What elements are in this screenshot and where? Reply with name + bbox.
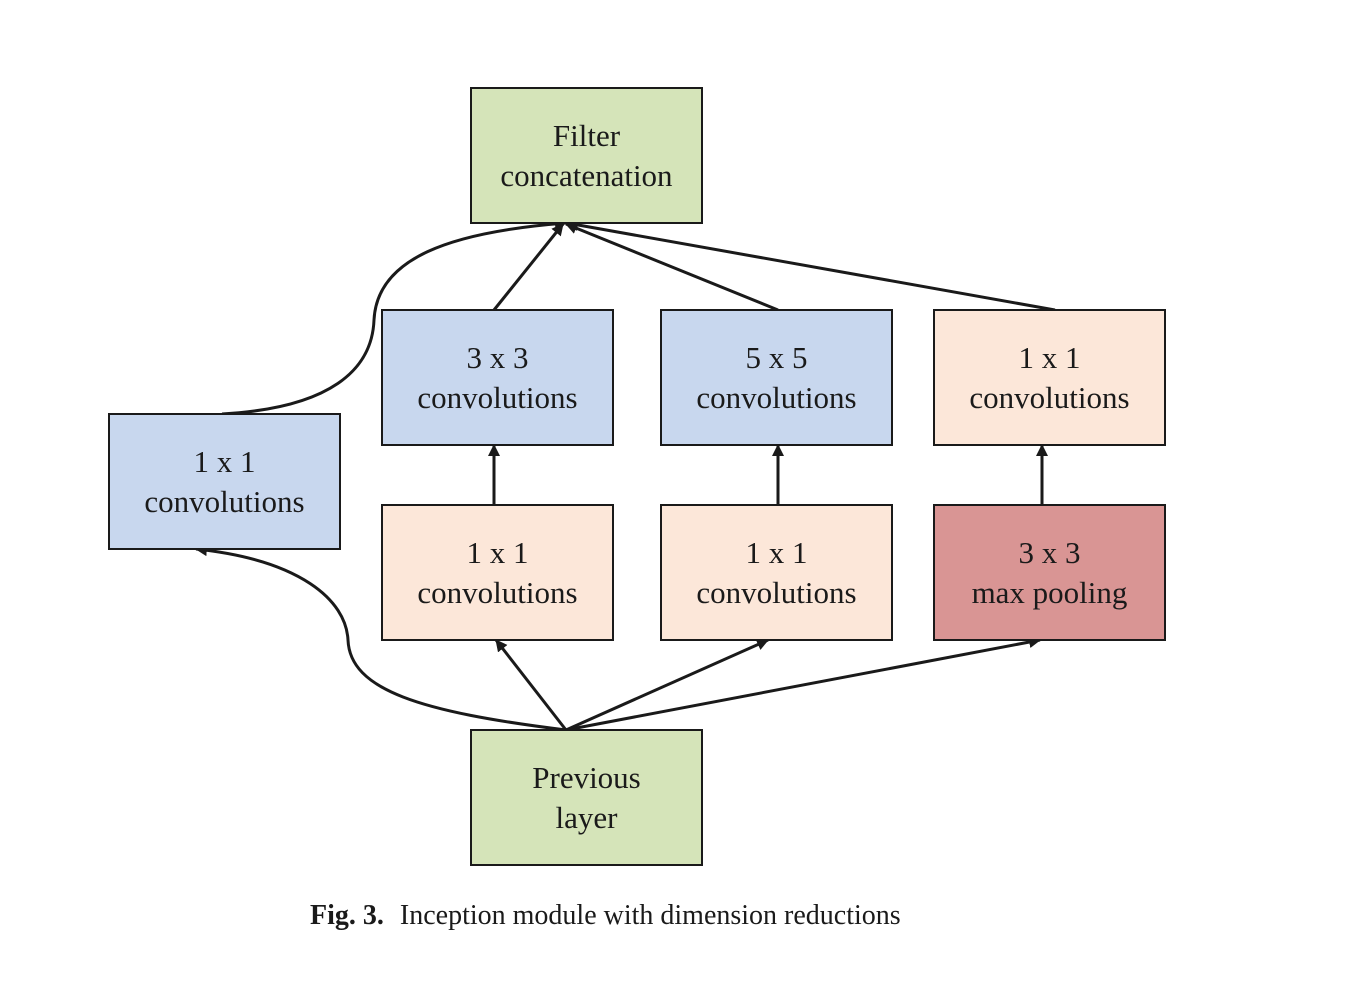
node-label-line: 3 x 3 [1019, 535, 1081, 570]
node-label-line: 1 x 1 [1019, 340, 1081, 375]
node-box [660, 504, 893, 641]
node-box [660, 309, 893, 446]
edges-layer [195, 217, 1056, 732]
node-previous-layer: Previous layer [470, 729, 703, 866]
node-label-line: Previous [532, 760, 641, 795]
edge-previous-layer-to-conv1x1-direct [195, 544, 567, 732]
node-label-line: convolutions [696, 380, 856, 415]
node-label-line: convolutions [417, 575, 577, 610]
node-conv1x1-direct: 1 x 1 convolutions [108, 413, 341, 550]
node-label-line: convolutions [969, 380, 1129, 415]
edge-conv3x3-to-filter-concat [492, 223, 565, 311]
edge-conv5x5-to-filter-concat [565, 222, 779, 312]
node-conv5x5: 5 x 5 convolutions [660, 309, 893, 446]
node-label-line: convolutions [144, 484, 304, 519]
node-label-line: max pooling [972, 575, 1128, 610]
figure-label: Fig. 3. [310, 900, 384, 931]
node-label-line: convolutions [417, 380, 577, 415]
edge-previous-layer-to-conv1x1-reduce-3x3 [494, 639, 568, 731]
node-label-line: Filter [553, 118, 621, 153]
node-label-line: 1 x 1 [746, 535, 808, 570]
figure-caption: Fig. 3. Inception module with dimension r… [310, 900, 901, 932]
edge-previous-layer-to-conv1x1-reduce-5x5 [565, 638, 769, 732]
node-box [381, 309, 614, 446]
node-conv1x1-reduce-5x5: 1 x 1 convolutions [660, 504, 893, 641]
node-box [381, 504, 614, 641]
node-box [470, 87, 703, 224]
node-conv3x3: 3 x 3 convolutions [381, 309, 614, 446]
edge-conv1x1-pool-proj-to-filter-concat [566, 219, 1056, 312]
node-box [933, 504, 1166, 641]
node-label-line: concatenation [500, 158, 673, 193]
edge-conv1x1-direct-to-filter-concat [221, 217, 567, 416]
node-box [933, 309, 1166, 446]
node-label-line: layer [556, 800, 619, 835]
node-label-line: 1 x 1 [467, 535, 529, 570]
node-label-line: 3 x 3 [467, 340, 529, 375]
node-maxpool3x3: 3 x 3 max pooling [933, 504, 1166, 641]
edge-previous-layer-to-maxpool3x3 [565, 636, 1041, 732]
node-filter-concat: Filter concatenation [470, 87, 703, 224]
node-box [108, 413, 341, 550]
figure-caption-text: Inception module with dimension reductio… [399, 900, 901, 931]
node-box [470, 729, 703, 866]
node-conv1x1-reduce-3x3: 1 x 1 convolutions [381, 504, 614, 641]
node-label-line: 1 x 1 [194, 444, 256, 479]
node-label-line: 5 x 5 [746, 340, 808, 375]
node-label-line: convolutions [696, 575, 856, 610]
node-conv1x1-pool-proj: 1 x 1 convolutions [933, 309, 1166, 446]
